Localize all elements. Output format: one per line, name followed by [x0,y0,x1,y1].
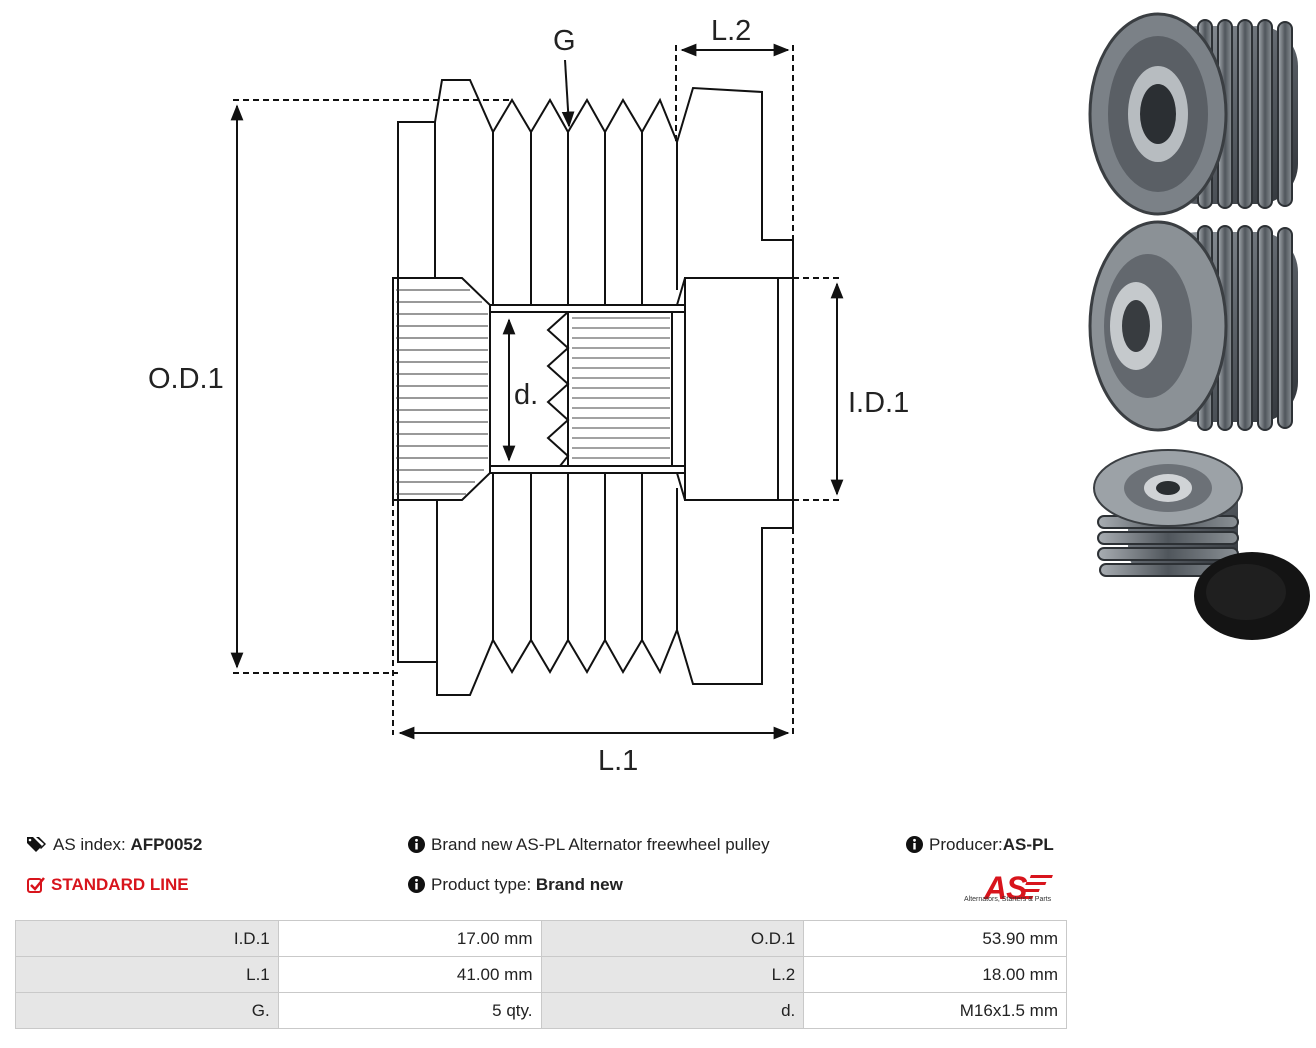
label-l2: L.2 [711,15,751,47]
as-pl-logo: AS [983,870,1053,906]
table-row: L.1 41.00 mm L.2 18.00 mm [15,956,1067,993]
description-row: Brand new AS-PL Alternator freewheel pul… [408,835,770,855]
as-index-label: AS index: [53,835,126,854]
standard-line-label: STANDARD LINE [51,875,189,894]
producer-value: AS-PL [1002,835,1054,854]
spec-label: I.D.1 [15,920,279,957]
pulley-photo-rear [1088,220,1298,432]
table-row: I.D.1 17.00 mm O.D.1 53.90 mm [15,920,1067,957]
logo-tagline: Alternators, Starters & Parts [964,896,1052,903]
g-leader-line [561,59,575,128]
spec-label: L.2 [540,956,805,993]
check-square-icon [27,877,45,893]
label-l1: L.1 [598,745,638,777]
info-icon [906,836,923,853]
as-index-value: AFP0052 [130,835,203,854]
spec-value: M16x1.5 mm [803,992,1067,1029]
producer-label: Producer: [929,835,1003,854]
spec-value: 17.00 mm [277,920,542,957]
logo-text: AS [983,870,1028,906]
spec-value: 53.90 mm [803,920,1067,957]
spline-section [392,277,491,501]
product-type-value: Brand new [535,875,623,894]
pulley-photo-front [1088,12,1298,216]
spec-label: d. [540,992,805,1029]
producer-row: Producer:AS-PL [906,835,1054,855]
specs-table: I.D.1 17.00 mm O.D.1 53.90 mm L.1 41.00 … [15,920,1067,1029]
label-od1: O.D.1 [148,363,224,395]
label-d: d. [514,379,538,411]
info-icon [408,836,425,853]
label-id1: I.D.1 [848,387,909,419]
spec-label: O.D.1 [540,920,805,957]
thread-profile [546,311,570,467]
table-row: G. 5 qty. d. M16x1.5 mm [15,992,1067,1029]
pulley-technical-drawing: G L.2 O.D.1 I.D.1 d. L.1 [148,15,909,777]
product-type-row: Product type: Brand new [408,875,623,895]
tags-icon [27,837,46,852]
pulley-photo-with-cap [1093,449,1310,640]
description-text: Brand new AS-PL Alternator freewheel pul… [431,835,770,854]
label-g: G [553,25,576,57]
spec-label: G. [15,992,279,1029]
spec-value: 41.00 mm [277,956,542,993]
info-icon [408,876,425,893]
product-type-label: Product type: [431,875,532,894]
bore-section [490,304,685,474]
spec-value: 18.00 mm [803,956,1067,993]
right-hub [684,277,794,501]
spec-label: L.1 [15,956,279,993]
standard-line-badge: STANDARD LINE [27,875,189,895]
spec-value: 5 qty. [277,992,542,1029]
as-index: AS index: AFP0052 [27,835,202,855]
